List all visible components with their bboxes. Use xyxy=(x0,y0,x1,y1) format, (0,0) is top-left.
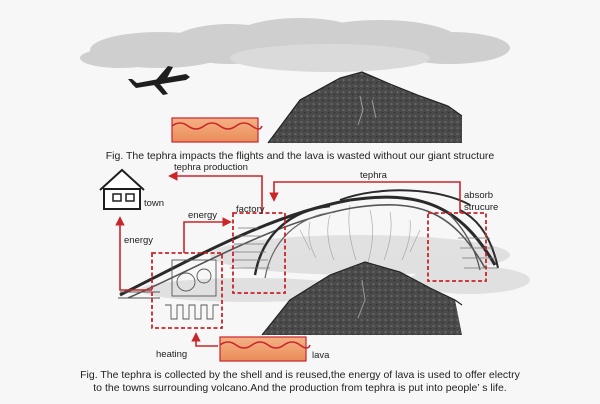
arrow-energy-mid xyxy=(183,217,232,253)
label-energy-mid: energy xyxy=(188,210,217,221)
highlight-boxes xyxy=(151,212,487,329)
top-figure-caption: Fig. The tephra impacts the flights and … xyxy=(105,150,495,162)
airplane-icon xyxy=(128,66,190,95)
top-volcano xyxy=(267,71,463,144)
house-icon xyxy=(99,168,145,210)
label-tephra: tephra xyxy=(360,170,388,181)
top-clouds xyxy=(80,18,510,72)
arrow-energy-left-base xyxy=(119,255,152,291)
power-plant-box xyxy=(151,252,223,329)
label-heating: heating xyxy=(156,349,187,360)
bottom-lava-pool xyxy=(219,336,311,362)
giant-shell-structure xyxy=(119,189,499,299)
bottom-figure-caption-line2: to the towns surrounding volcano.And the… xyxy=(93,382,507,394)
bottom-figure-caption-line1: Fig. The tephra is collected by the shel… xyxy=(80,369,520,381)
flow-arrows xyxy=(115,171,461,347)
label-structure: strucure xyxy=(464,202,498,213)
label-absorb: absorb xyxy=(464,190,493,201)
label-factory: factory xyxy=(236,204,265,215)
arrow-tephra-production xyxy=(168,171,263,213)
tephra-column xyxy=(299,204,421,263)
label-town: town xyxy=(144,198,164,209)
arrow-tephra xyxy=(269,181,461,213)
label-tephra-production: tephra production xyxy=(174,162,248,173)
top-lava-pool xyxy=(171,117,263,143)
arrow-heating xyxy=(191,332,218,347)
absorb-structure-box xyxy=(427,212,487,282)
label-lava: lava xyxy=(312,350,330,361)
label-energy-left: energy xyxy=(124,235,153,246)
bottom-volcano xyxy=(261,261,463,336)
power-plant xyxy=(118,259,219,320)
factory-box xyxy=(232,212,286,294)
